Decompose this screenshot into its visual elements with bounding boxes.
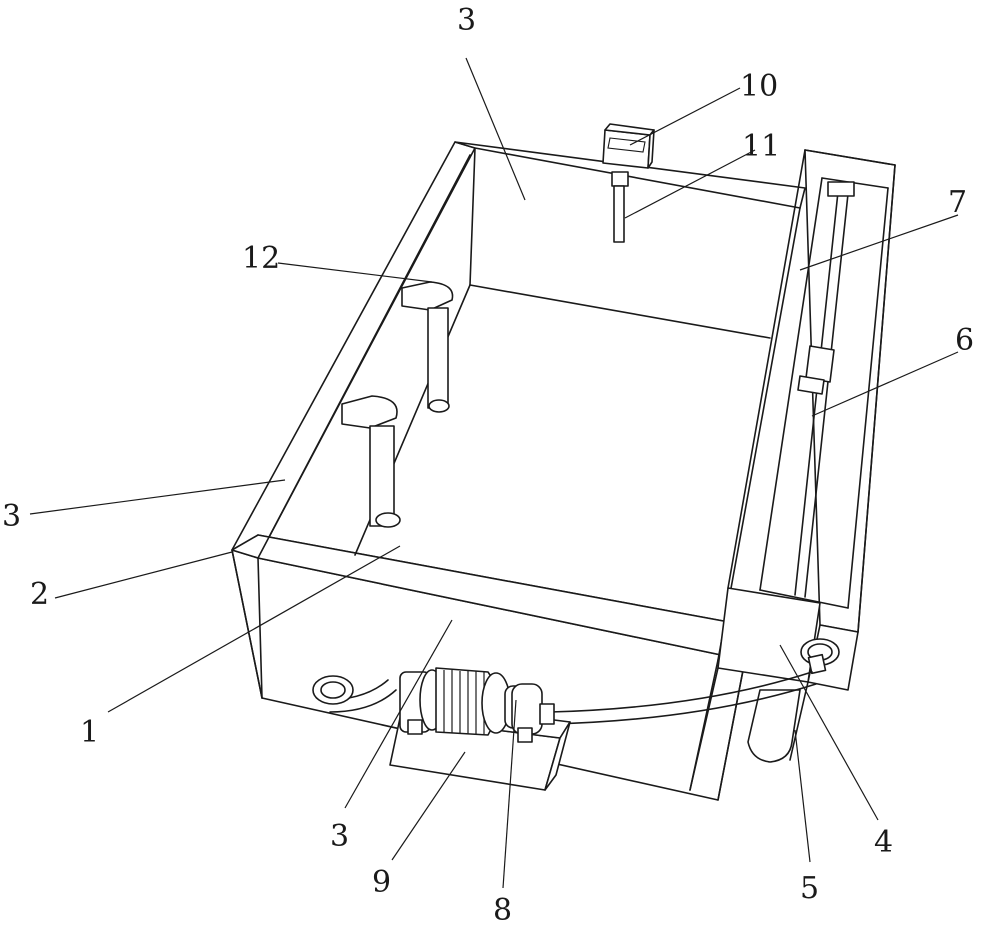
label-9: 9 bbox=[372, 865, 391, 900]
nozzle-holder-back bbox=[401, 281, 454, 413]
label-3-bottom: 3 bbox=[330, 819, 349, 854]
nozzle-holder-front bbox=[341, 395, 401, 528]
label-6: 6 bbox=[955, 323, 974, 358]
label-11: 11 bbox=[742, 129, 780, 164]
label-5: 5 bbox=[800, 871, 819, 906]
label-3-top: 3 bbox=[457, 3, 476, 38]
label-4: 4 bbox=[874, 825, 893, 860]
pipe-fitting-left bbox=[312, 675, 354, 705]
label-2: 2 bbox=[30, 577, 49, 612]
part-labels: 3 10 11 7 12 6 3 2 1 3 9 8 4 5 bbox=[2, 3, 974, 927]
label-10: 10 bbox=[740, 69, 778, 104]
leader-lines bbox=[29, 57, 959, 889]
spray-nozzle bbox=[611, 171, 629, 243]
support-leg bbox=[747, 689, 801, 763]
pipe-fitting-right bbox=[800, 638, 840, 675]
label-8: 8 bbox=[493, 893, 512, 927]
label-3-left: 3 bbox=[2, 499, 21, 534]
label-12: 12 bbox=[242, 241, 280, 276]
label-1: 1 bbox=[80, 715, 99, 750]
top-sensor-box bbox=[602, 123, 655, 169]
label-7: 7 bbox=[948, 185, 967, 220]
